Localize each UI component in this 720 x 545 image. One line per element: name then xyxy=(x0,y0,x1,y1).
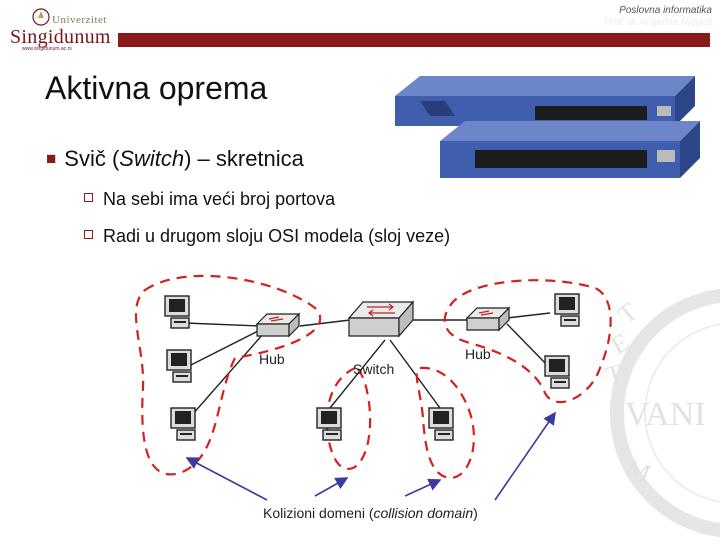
port-row-bottom xyxy=(475,150,675,168)
watermark-word: VANI xyxy=(625,396,706,433)
pc-right-2 xyxy=(544,355,570,389)
label-hub-left: Hub xyxy=(259,351,285,367)
hub-right-device xyxy=(466,307,510,331)
collision-domain-outlines xyxy=(134,274,612,480)
pc-center-left xyxy=(316,407,342,441)
switch-device xyxy=(348,301,414,337)
bullet-main-prefix: Svič ( xyxy=(64,146,120,171)
pc-left-3 xyxy=(170,407,196,441)
label-hub-right: Hub xyxy=(465,346,491,362)
pc-right-1 xyxy=(554,293,580,327)
watermark-letter-3: T xyxy=(603,358,626,390)
bullet-main-italic: Switch xyxy=(119,146,185,171)
collision-domain-left xyxy=(134,274,322,476)
bullet-sub-2-text: Radi u drugom sloju OSI modela (sloj vez… xyxy=(103,226,451,246)
pc-left-2 xyxy=(166,349,192,383)
hub-left-device xyxy=(256,313,300,337)
bullet-sub-2: Radi u drugom sloju OSI modela (sloj vez… xyxy=(84,226,450,247)
diagram-caption: Kolizioni domeni (collision domain) xyxy=(263,505,478,521)
logo-name: Singidunum xyxy=(10,26,111,48)
logo-url: www.singidunum.ac.rs xyxy=(22,46,72,52)
university-logo: Univerzitet Singidunum www.singidunum.ac… xyxy=(8,8,120,54)
bullet-sub-1: Na sebi ima veći broj portova xyxy=(84,189,335,210)
port-row-top xyxy=(535,106,671,120)
collision-domain-right xyxy=(443,279,612,404)
course-name: Poslovna informatika xyxy=(619,5,712,16)
bullet-main-suffix: ) – skretnica xyxy=(184,146,304,171)
header-band xyxy=(118,33,710,47)
watermark-letter-1: T xyxy=(612,297,643,329)
pc-center-right xyxy=(428,407,454,441)
caption-arrows xyxy=(185,411,556,501)
network-switch-photo xyxy=(395,76,700,178)
connection-lines xyxy=(184,312,551,424)
pc-left-1 xyxy=(164,295,190,329)
logo-top-text: Univerzitet xyxy=(52,14,107,26)
header-info: Poslovna informatika Prof. dr Angelina N… xyxy=(604,5,712,29)
collision-domain-diagram: Hub Switch Hub Kolizioni domeni (collisi… xyxy=(134,274,612,521)
seal-watermark: T E T VANI M xyxy=(585,285,720,540)
caption-italic: collision domain xyxy=(374,505,474,521)
caption-suffix: ) xyxy=(473,505,478,521)
author-name: Prof. dr Angelina Njeguš xyxy=(603,17,712,28)
hollow-square-bullet-icon xyxy=(84,230,93,239)
collision-domain-center-left xyxy=(325,366,372,471)
label-switch: Switch xyxy=(353,361,394,377)
square-bullet-icon: ■ xyxy=(46,149,57,168)
caption-prefix: Kolizioni domeni ( xyxy=(263,505,374,521)
bullet-main: ■ Svič (Switch) – skretnica xyxy=(46,146,304,172)
bullet-sub-1-text: Na sebi ima veći broj portova xyxy=(103,189,336,209)
slide-title: Aktivna oprema xyxy=(45,70,268,106)
university-seal-icon xyxy=(32,8,50,26)
hollow-square-bullet-icon xyxy=(84,193,93,202)
